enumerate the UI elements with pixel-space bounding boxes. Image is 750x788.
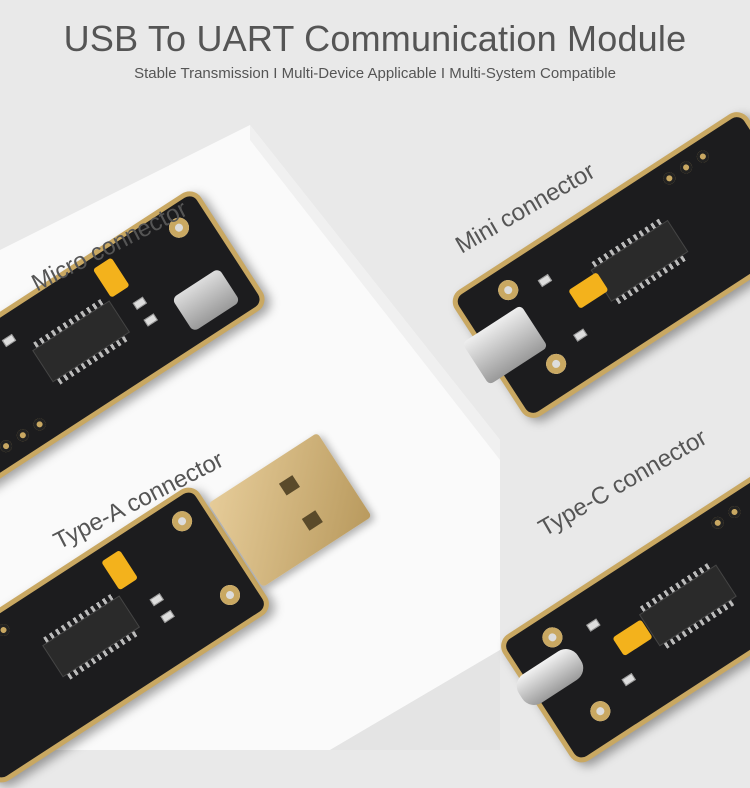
page-subtitle: Stable Transmission I Multi-Device Appli… <box>134 65 616 82</box>
page-title: USB To UART Communication Module <box>63 18 687 59</box>
